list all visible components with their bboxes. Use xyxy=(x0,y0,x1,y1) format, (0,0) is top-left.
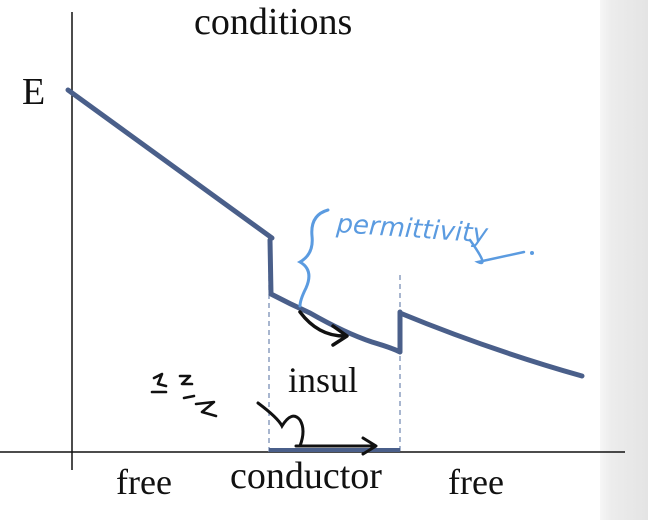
page-edge-shadow xyxy=(600,0,648,520)
field-curve-left xyxy=(65,87,275,241)
region-label-conductor: conductor xyxy=(230,455,382,497)
y-axis-label: E xyxy=(22,71,45,113)
insulator-arrow xyxy=(298,310,346,338)
region-label-free-right: free xyxy=(448,462,504,502)
diagram-title: conditions xyxy=(194,1,352,43)
conductor-squiggle xyxy=(256,401,305,448)
annotation-permittivity: permittivity xyxy=(335,209,490,250)
insulator-arrowhead xyxy=(331,324,349,347)
annotation-underline-stroke xyxy=(468,238,526,265)
field-curve-middle xyxy=(267,237,403,355)
field-curve-right xyxy=(397,310,585,379)
conductor-arrowhead xyxy=(361,436,378,456)
region-label-free-left: free xyxy=(116,462,172,502)
insulator-label: insul xyxy=(288,360,358,400)
annotation-dot xyxy=(530,251,534,255)
scribble-mark xyxy=(150,372,218,418)
annotation-brace xyxy=(296,208,330,308)
